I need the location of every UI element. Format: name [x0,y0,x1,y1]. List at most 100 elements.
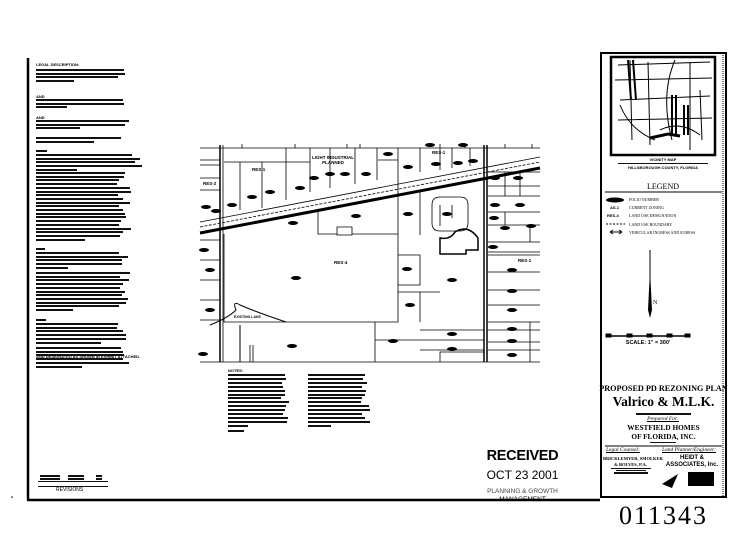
illegible-text-line [36,361,129,364]
illegible-text-line [36,275,121,278]
illegible-text-line [228,385,283,388]
illegible-text-line [36,326,118,329]
land-planner-label: Land Planner/Engineer: [662,447,716,453]
illegible-text-line [308,389,366,392]
map-label-res1-right: RES-1 [518,258,532,263]
illegible-text-line [308,405,370,408]
illegible-text-line [36,279,130,282]
map-label-res2: RES-2 [203,181,217,186]
illegible-text-line [36,330,123,333]
client-line-1: WESTFIELD HOMES [627,423,700,432]
illegible-text-line [36,248,45,250]
illegible-text-line [308,393,366,396]
legend-heading: LEGEND [647,182,679,191]
illegible-text-line [36,120,130,122]
illegible-text-line [36,337,126,340]
illegible-text-line [36,231,124,234]
illegible-text-line [308,401,362,404]
illegible-text-line [36,69,124,71]
legal-and-1: AND [36,94,45,99]
legend-item-folio: FOLIO NUMBER [629,197,659,202]
map-label-light-industrial: LIGHT INDUSTRIAL PLANNED [312,155,354,165]
illegible-text-line [36,168,77,171]
illegible-text-line [308,381,367,384]
illegible-text-line [36,354,124,357]
stamp-dept-2: MANAGEMENT [499,496,546,503]
illegible-text-line [36,259,122,262]
client-name: WESTFIELD HOMES OF FLORIDA, INC. [600,423,727,441]
illegible-text-line [36,183,118,186]
illegible-text-line [36,212,125,215]
illegible-text-line [36,172,125,174]
illegible-text-line [36,319,46,321]
illegible-text-line [36,323,119,325]
illegible-text-line [36,102,124,105]
illegible-text-line [36,216,127,219]
illegible-text-line [308,424,332,427]
light-industrial-text: LIGHT INDUSTRIAL [312,155,354,160]
north-arrow-label: N [653,300,658,306]
illegible-text-line [228,381,282,384]
legend-item-land-use: LAND USE DESIGNATION [629,213,677,218]
illegible-text-line [36,286,121,289]
illegible-text-line [36,297,128,300]
map-label-lake: EXISTING LAKE [234,315,261,319]
illegible-text-line [228,401,289,404]
legend-symbol-land-use: RES-4 [607,213,619,218]
illegible-text-line [36,334,127,337]
illegible-text-line [36,350,123,353]
legend-symbol-zoning: AS-1 [610,205,620,210]
illegible-text-line [228,377,286,380]
illegible-text-line [228,389,285,392]
illegible-text-line [36,227,131,230]
vicinity-map-caption: VICINITY MAP HILLSBOROUGH COUNTY, FLORID… [605,157,721,170]
illegible-text-line [36,238,86,241]
scale-label: SCALE: 1" = 300' [625,340,671,346]
revisions-label: REVISIONS [56,487,84,493]
illegible-text-line [228,430,245,432]
illegible-text-line [36,263,122,266]
illegible-text-line [36,106,68,109]
illegible-text-line [36,127,81,130]
map-label-res1-left: RES-1 [252,167,266,172]
illegible-text-line [36,290,126,293]
map-label-res1-top: RES-1 [432,150,446,155]
illegible-text-line [36,365,82,368]
illegible-text-line [36,309,73,311]
illegible-text-line [36,157,140,160]
illegible-text-line [308,374,366,376]
illegible-text-line [36,234,121,237]
illegible-text-line [36,209,123,211]
illegible-text-line [36,220,121,223]
illegible-text-line [36,150,48,152]
illegible-text-line [308,413,362,415]
illegible-text-line [36,194,119,197]
illegible-text-line [308,409,370,412]
illegible-text-line [308,416,365,419]
prepared-for: Prepared For: [647,416,679,422]
notes: NOTES: [228,368,528,438]
illegible-text-line [36,72,125,75]
map-label-res4: RES-4 [334,260,348,265]
illegible-text-line [228,374,286,376]
counsel-line-1: BRICKLEMYER, SMOLKER [603,456,663,461]
legend-item-boundary: LAND USE BOUNDARY [629,222,673,227]
illegible-text-line [36,76,119,79]
illegible-text-line [36,161,136,164]
planned-text: PLANNED [322,160,344,165]
plan-title: PROPOSED PD REZONING PLAN [599,384,728,393]
illegible-text-line [36,266,68,269]
illegible-text-line [36,358,123,361]
legal-counsel-label: Legal Counsel: [606,447,640,453]
legend-item-zoning: CURRENT ZONING [629,205,664,210]
illegible-text-line [36,205,120,208]
illegible-text-line [36,255,128,258]
illegible-text-line [228,397,282,400]
illegible-text-line [228,424,249,427]
illegible-text-line [228,413,284,415]
illegible-text-line [228,393,286,396]
illegible-text-line [36,123,126,126]
illegible-text-line [36,154,133,156]
illegible-text-line [228,420,287,423]
illegible-text-line [36,272,130,274]
